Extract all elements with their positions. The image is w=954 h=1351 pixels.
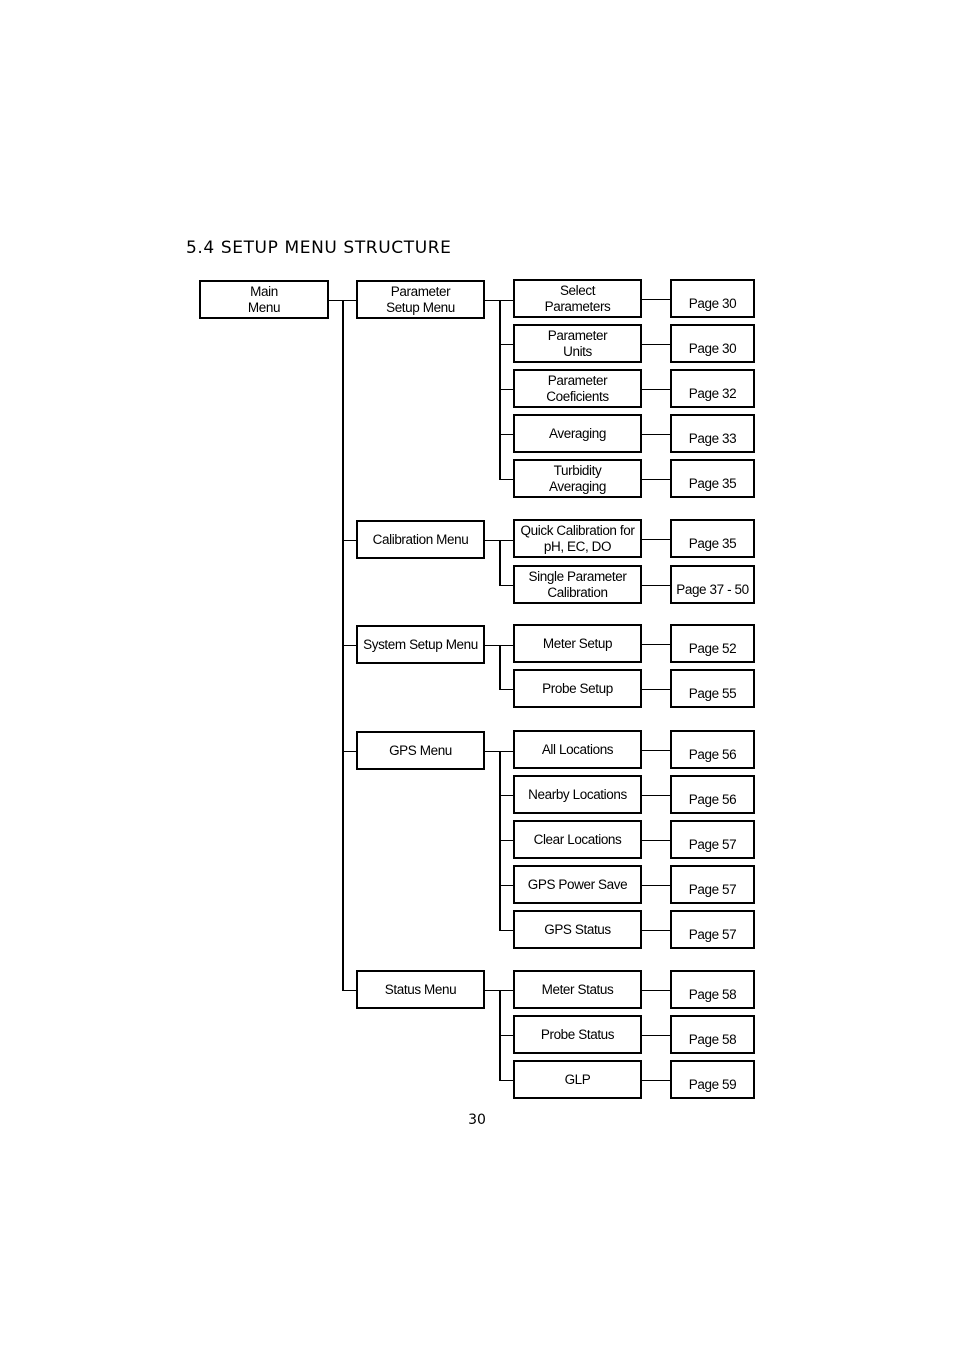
item-to-page-connector bbox=[642, 794, 670, 796]
menu-box: Status Menu bbox=[356, 970, 485, 1009]
item-to-page-connector bbox=[642, 584, 670, 586]
item-branch-connector bbox=[499, 343, 513, 345]
menu-box: Calibration Menu bbox=[356, 520, 485, 559]
menu-branch-connector bbox=[342, 750, 356, 752]
item-branch-connector bbox=[499, 688, 513, 690]
submenu-item-box: GPS Status bbox=[513, 910, 642, 949]
submenu-item-box: Meter Status bbox=[513, 970, 642, 1009]
submenu-item-box: Single Parameter Calibration bbox=[513, 565, 642, 604]
item-branch-connector bbox=[499, 794, 513, 796]
item-to-page-connector bbox=[642, 989, 670, 991]
item-to-page-connector bbox=[642, 884, 670, 886]
menu-box: Parameter Setup Menu bbox=[356, 280, 485, 319]
submenu-item-box: Parameter Coeficients bbox=[513, 369, 642, 408]
page-number: 30 bbox=[468, 1112, 486, 1128]
item-to-page-connector bbox=[642, 433, 670, 435]
item-to-page-connector bbox=[642, 388, 670, 390]
item-spine-line bbox=[499, 539, 501, 585]
page-reference-box: Page 55 bbox=[670, 669, 755, 708]
item-branch-connector bbox=[499, 584, 513, 586]
item-branch-connector bbox=[499, 388, 513, 390]
item-to-page-connector bbox=[642, 478, 670, 480]
submenu-item-box: Meter Setup bbox=[513, 624, 642, 663]
page-reference-box: Page 37 - 50 bbox=[670, 565, 755, 604]
main-menu-box: Main Menu bbox=[199, 280, 329, 319]
item-to-page-connector bbox=[642, 538, 670, 540]
page-reference-box: Page 58 bbox=[670, 970, 755, 1009]
menu-branch-connector bbox=[342, 989, 356, 991]
submenu-item-box: All Locations bbox=[513, 730, 642, 769]
item-to-page-connector bbox=[642, 749, 670, 751]
page-reference-box: Page 57 bbox=[670, 910, 755, 949]
item-to-page-connector bbox=[642, 343, 670, 345]
submenu-item-box: Clear Locations bbox=[513, 820, 642, 859]
page-reference-box: Page 32 bbox=[670, 369, 755, 408]
item-to-page-connector bbox=[642, 298, 670, 300]
item-branch-connector bbox=[499, 884, 513, 886]
submenu-item-box: Quick Calibration for pH, EC, DO bbox=[513, 519, 642, 558]
section-heading: 5.4 SETUP MENU STRUCTURE bbox=[186, 238, 452, 258]
submenu-item-box: Parameter Units bbox=[513, 324, 642, 363]
submenu-item-box: Turbidity Averaging bbox=[513, 459, 642, 498]
item-branch-connector bbox=[499, 433, 513, 435]
item-to-page-connector bbox=[642, 688, 670, 690]
submenu-item-box: GPS Power Save bbox=[513, 865, 642, 904]
page-reference-box: Page 57 bbox=[670, 820, 755, 859]
submenu-item-box: GLP bbox=[513, 1060, 642, 1099]
item-to-page-connector bbox=[642, 643, 670, 645]
menu-branch-connector bbox=[342, 539, 356, 541]
page-reference-box: Page 30 bbox=[670, 324, 755, 363]
page-reference-box: Page 56 bbox=[670, 775, 755, 814]
page-reference-box: Page 59 bbox=[670, 1060, 755, 1099]
item-to-page-connector bbox=[642, 839, 670, 841]
item-branch-connector bbox=[499, 929, 513, 931]
page-reference-box: Page 56 bbox=[670, 730, 755, 769]
page-reference-box: Page 35 bbox=[670, 459, 755, 498]
item-to-page-connector bbox=[642, 929, 670, 931]
page-reference-box: Page 57 bbox=[670, 865, 755, 904]
menu-box: GPS Menu bbox=[356, 731, 485, 770]
submenu-item-box: Averaging bbox=[513, 414, 642, 453]
item-branch-connector bbox=[499, 478, 513, 480]
submenu-item-box: Probe Setup bbox=[513, 669, 642, 708]
submenu-item-box: Nearby Locations bbox=[513, 775, 642, 814]
page-reference-box: Page 30 bbox=[670, 279, 755, 318]
page-reference-box: Page 33 bbox=[670, 414, 755, 453]
page-reference-box: Page 52 bbox=[670, 624, 755, 663]
menu-box: System Setup Menu bbox=[356, 625, 485, 664]
item-branch-connector bbox=[499, 839, 513, 841]
item-branch-connector bbox=[499, 1034, 513, 1036]
item-spine-line bbox=[499, 644, 501, 689]
submenu-item-box: Select Parameters bbox=[513, 279, 642, 318]
item-to-page-connector bbox=[642, 1034, 670, 1036]
item-branch-connector bbox=[499, 1079, 513, 1081]
item-to-page-connector bbox=[642, 1079, 670, 1081]
submenu-item-box: Probe Status bbox=[513, 1015, 642, 1054]
page-reference-box: Page 58 bbox=[670, 1015, 755, 1054]
menu-branch-connector bbox=[342, 644, 356, 646]
page-reference-box: Page 35 bbox=[670, 519, 755, 558]
